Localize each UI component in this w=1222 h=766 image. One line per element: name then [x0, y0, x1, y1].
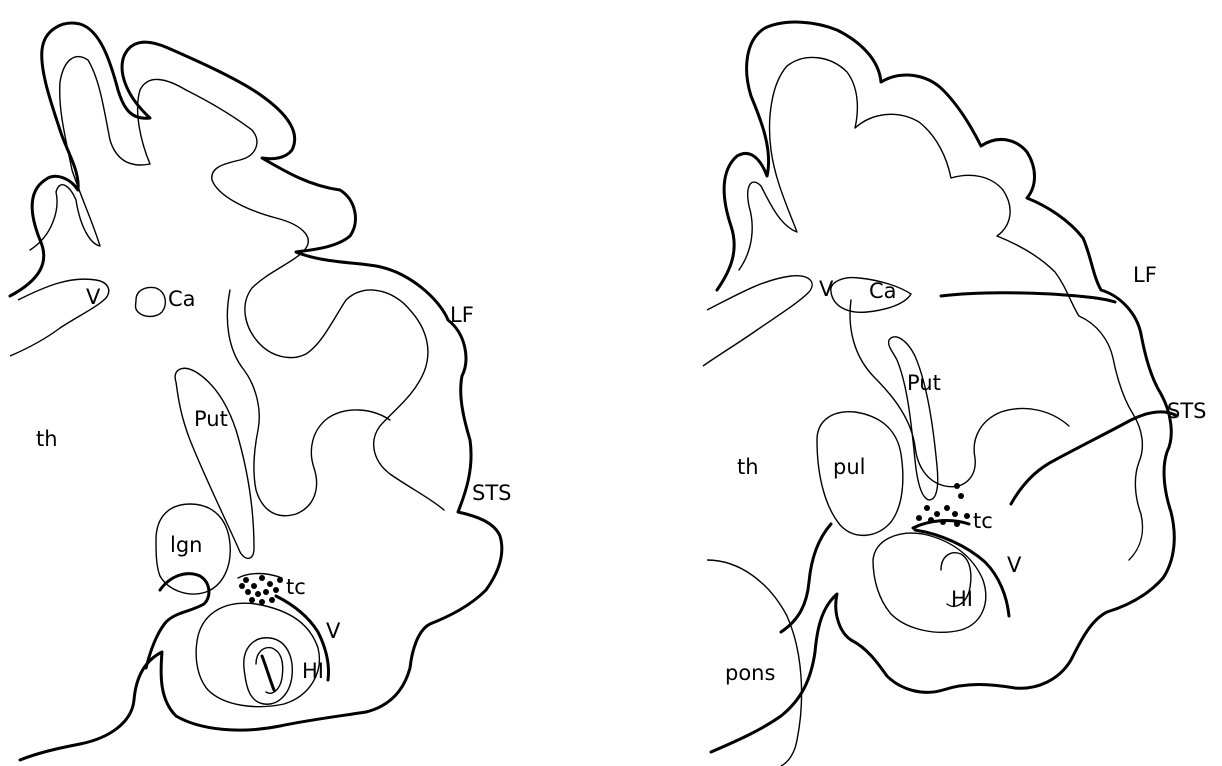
right-tc-dot — [958, 493, 964, 499]
left-label-caudate: Ca — [168, 287, 196, 311]
left-tc-dot — [243, 577, 249, 583]
right-cortex-outline — [711, 22, 1174, 752]
right-tc-dot — [940, 519, 946, 525]
right-label-tc: tc — [973, 509, 993, 533]
left-brain-section: V Ca LF th Put STS lgn tc V HI — [0, 0, 611, 766]
right-label-ventricle-upper: V — [819, 277, 834, 301]
left-label-thalamus: th — [36, 427, 58, 451]
right-label-lateral-fissure: LF — [1133, 263, 1157, 287]
left-label-lateral-fissure: LF — [450, 303, 474, 327]
left-tc-dot — [251, 583, 257, 589]
left-label-putamen: Put — [194, 407, 228, 431]
right-lf-fissure — [941, 293, 1115, 302]
right-temporal-loop — [873, 533, 986, 632]
left-label-hippocampus: HI — [302, 659, 324, 683]
right-tc-dot — [952, 511, 958, 517]
left-label-sts: STS — [472, 481, 512, 505]
left-hippocampus-inner — [256, 648, 283, 694]
left-tc-dot — [263, 589, 269, 595]
left-tc-dot — [259, 599, 265, 605]
right-label-pulvinar: pul — [833, 455, 865, 479]
right-label-sts: STS — [1167, 399, 1207, 423]
right-label-thalamus: th — [737, 455, 759, 479]
left-tc-dot — [259, 575, 265, 581]
left-tc-dot — [267, 581, 273, 587]
left-label-tc: tc — [286, 575, 306, 599]
right-label-hippocampus: HI — [951, 587, 973, 611]
left-tc-dot — [273, 587, 279, 593]
right-label-pons: pons — [725, 661, 775, 685]
left-tc-dot — [245, 589, 251, 595]
right-tc-dot — [916, 515, 922, 521]
left-lgn-hook — [146, 574, 209, 668]
right-tc-dot — [964, 513, 970, 519]
right-tc-dot — [944, 505, 950, 511]
left-label-ventricle-upper: V — [86, 285, 101, 309]
right-tc-dot — [954, 521, 960, 527]
left-hippocampus-curl — [262, 656, 274, 690]
right-inner-fold-2 — [850, 300, 1069, 487]
left-putamen — [175, 368, 254, 558]
left-label-lgn: lgn — [170, 533, 202, 557]
left-inner-outline — [30, 57, 444, 510]
left-tc-dot — [255, 591, 261, 597]
right-tc-dot — [934, 511, 940, 517]
left-caudate — [136, 288, 166, 317]
right-brain-section: V Ca LF Put STS th pul tc V HI pons — [611, 0, 1222, 766]
right-tc-dot — [928, 517, 934, 523]
left-label-ventricle-lower: V — [326, 619, 341, 643]
left-tc-dot — [239, 583, 245, 589]
left-tc-dot — [249, 597, 255, 603]
right-tc-labelled-cells — [916, 483, 970, 527]
right-tc-dot — [954, 483, 960, 489]
right-label-putamen: Put — [907, 371, 941, 395]
left-tc-dot — [269, 597, 275, 603]
right-label-ventricle-lower: V — [1007, 553, 1022, 577]
right-label-caudate: Ca — [869, 279, 897, 303]
right-ventricle-upper — [703, 276, 812, 366]
right-tc-dot — [924, 505, 930, 511]
left-tc-labelled-cells — [238, 574, 283, 606]
left-cortex-outline — [10, 23, 502, 760]
right-putamen — [889, 337, 938, 500]
left-inner-fold-2 — [227, 290, 390, 516]
right-sts-fissure — [1011, 412, 1177, 504]
